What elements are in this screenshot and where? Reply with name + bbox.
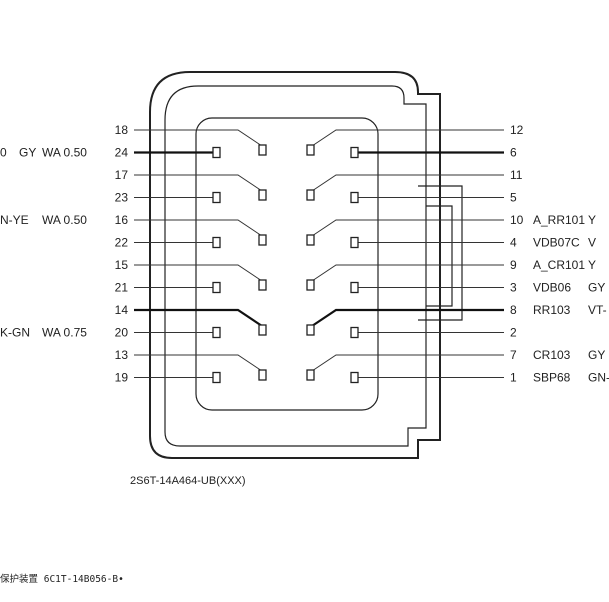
right-pin-number: 9 [510,258,517,272]
left-pin-number: 22 [115,236,129,250]
right-wire [311,129,504,147]
right-circuit: VDB07C [533,236,580,250]
left-pin-number: 19 [115,371,129,385]
left-wire-color: GY [19,146,36,160]
right-circuit: SBP68 [533,371,571,385]
right-wire-color: GY [588,281,605,295]
right-circuit: A_CR101 [533,258,585,272]
right-terminal [306,234,315,246]
right-terminal [350,236,359,249]
right-wire-color: GN- [588,371,609,385]
left-terminal [212,146,221,159]
right-pin-number: 8 [510,303,517,317]
left-terminal [212,326,221,339]
right-circuit: RR103 [533,303,571,317]
right-terminal [350,371,359,384]
right-wire [311,308,504,327]
right-pin-number: 1 [510,371,517,385]
right-pin-number: 11 [510,168,523,182]
right-circuit: CR103 [533,348,571,362]
left-pin-number: 23 [115,191,129,205]
right-pin-number: 10 [510,213,524,227]
left-wire-gauge: WA 0.50 [42,146,87,160]
left-terminal [212,281,221,294]
housing-outer [149,71,441,459]
right-terminal [350,191,359,204]
right-wire-color: Y [588,213,596,227]
left-pin-number: 24 [115,146,129,160]
right-pin-number: 2 [510,326,517,340]
left-wire-color: K-GN [0,326,30,340]
right-pin-number: 7 [510,348,517,362]
right-pin-number: 3 [510,281,517,295]
left-wire-gauge: WA 0.50 [42,213,87,227]
right-circuit: VDB06 [533,281,571,295]
left-pin-number: 14 [115,303,129,317]
right-pin-number: 6 [510,146,517,160]
right-wire-color: VT- [588,303,607,317]
part-number: 2S6T-14A464-UB(XXX) [130,475,246,487]
right-terminal [350,326,359,339]
left-pin-number: 15 [115,258,129,272]
right-terminal [306,324,315,336]
left-wire [134,308,263,327]
left-pin-number: 18 [115,123,129,137]
right-pin-number: 5 [510,191,517,205]
left-terminal [258,189,267,201]
left-wire [134,174,263,192]
left-terminal [258,144,267,156]
left-pin-number: 16 [115,213,129,227]
right-terminal [306,369,315,381]
left-terminal [258,279,267,291]
right-wire-color: GY [588,348,605,362]
right-wire [311,264,504,282]
right-pin-number: 4 [510,236,517,250]
left-pin-number: 17 [115,168,129,182]
right-wire [311,354,504,372]
right-terminal [306,144,315,156]
left-pin-number: 21 [115,281,129,295]
right-terminal [350,146,359,159]
left-circuit: 0 [0,146,7,160]
right-pin-number: 12 [510,123,524,137]
left-wire [134,354,263,372]
left-wire-gauge: WA 0.75 [42,326,87,340]
left-wire [134,264,263,282]
terminal-block [195,117,379,411]
right-wire [311,219,504,237]
housing-inner [164,85,427,447]
left-terminal [258,369,267,381]
right-terminal [350,281,359,294]
left-wire [134,129,263,147]
left-pin-group: 18 24 0 GY WA 0.50 17 23 16 N-YE WA 0.50 22 15 21 14 2… [0,123,267,385]
right-circuit: A_RR101 [533,213,585,227]
footer-note: 保护装置 6C1T-14B056-B• [0,573,124,585]
left-terminal [258,324,267,336]
right-wire [311,174,504,192]
left-terminal [258,234,267,246]
latch [418,185,463,321]
left-terminal [212,371,221,384]
left-pin-number: 13 [115,348,129,362]
right-wire-color: Y [588,258,596,272]
left-terminal [212,191,221,204]
right-terminal [306,279,315,291]
right-terminal [306,189,315,201]
left-pin-number: 20 [115,326,129,340]
right-wire-color: V [588,236,596,250]
left-wire [134,219,263,237]
latch-inner [426,205,453,307]
left-terminal [212,236,221,249]
left-wire-color: N-YE [0,213,29,227]
